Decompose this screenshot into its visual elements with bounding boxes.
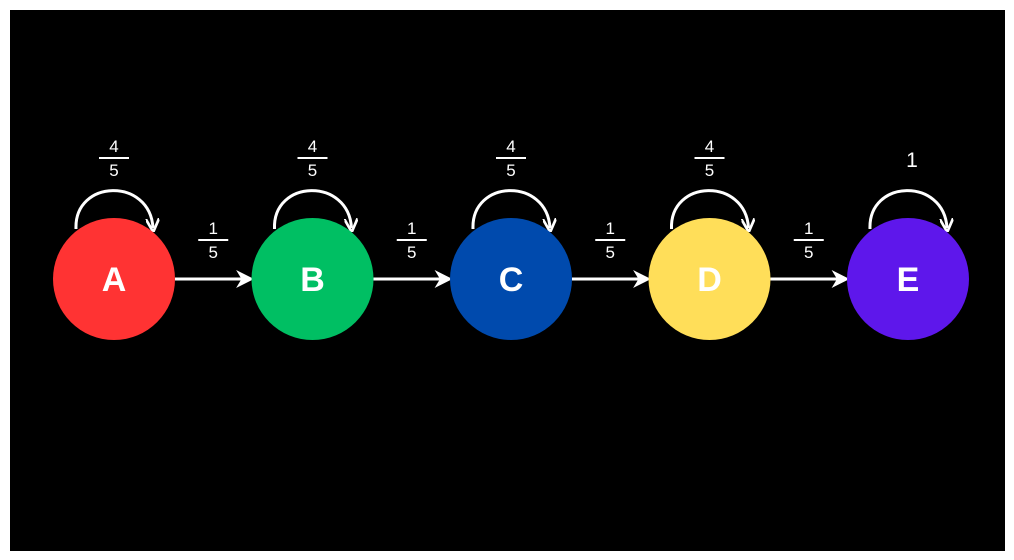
self-loop-label-d-numerator: 4 — [705, 137, 714, 156]
state-label-e: E — [897, 261, 920, 299]
transition-label-c-d: 15 — [595, 219, 626, 262]
self-loop-label-b-numerator: 4 — [308, 137, 317, 156]
transition-label-b-c: 15 — [396, 219, 427, 262]
state-label-b: B — [300, 261, 325, 299]
state-nodes: A B C D E — [53, 218, 969, 340]
state-node-b: B — [251, 218, 374, 340]
state-circle-d — [648, 218, 771, 340]
transition-label-a-b-denominator: 5 — [209, 243, 218, 262]
state-label-d: D — [697, 261, 722, 299]
state-node-e: E — [847, 218, 969, 340]
self-loop-label-c-denominator: 5 — [506, 161, 515, 180]
state-label-c: C — [499, 261, 524, 299]
state-circle-c — [450, 218, 572, 340]
state-node-c: C — [450, 218, 572, 340]
self-loop-label-a-numerator: 4 — [109, 137, 118, 156]
self-loop-a — [74, 189, 153, 229]
transition-label-d-e: 15 — [793, 219, 824, 262]
self-loop-label-c-numerator: 4 — [506, 137, 515, 156]
self-loop-label-b: 45 — [297, 137, 328, 180]
state-circle-e — [847, 218, 969, 340]
state-circle-a — [53, 218, 175, 340]
transition-label-c-d-numerator: 1 — [606, 219, 615, 238]
self-loop-d — [669, 189, 748, 229]
transition-label-d-e-denominator: 5 — [804, 243, 813, 262]
transition-label-c-d-denominator: 5 — [606, 243, 615, 262]
state-node-d: D — [648, 218, 771, 340]
self-loop-label-a-denominator: 5 — [109, 161, 118, 180]
transition-label-b-c-numerator: 1 — [407, 219, 416, 238]
self-loop-label-d: 45 — [694, 137, 725, 180]
self-loop-label-e: 1 — [906, 149, 918, 172]
self-loop-label-b-denominator: 5 — [308, 161, 317, 180]
transition-label-a-b-numerator: 1 — [209, 219, 218, 238]
self-loop-b — [272, 189, 351, 229]
self-loop-c — [471, 189, 550, 229]
self-loop-label-c: 45 — [496, 137, 526, 180]
self-loop-label-d-denominator: 5 — [705, 161, 714, 180]
self-loop-label-a: 45 — [99, 137, 129, 180]
transition-label-b-c-denominator: 5 — [407, 243, 416, 262]
state-circle-b — [251, 218, 374, 340]
transition-label-d-e-numerator: 1 — [804, 219, 813, 238]
state-node-a: A — [53, 218, 175, 340]
state-label-a: A — [102, 261, 127, 299]
transition-label-a-b: 15 — [198, 219, 229, 262]
self-loop-e — [868, 189, 947, 229]
